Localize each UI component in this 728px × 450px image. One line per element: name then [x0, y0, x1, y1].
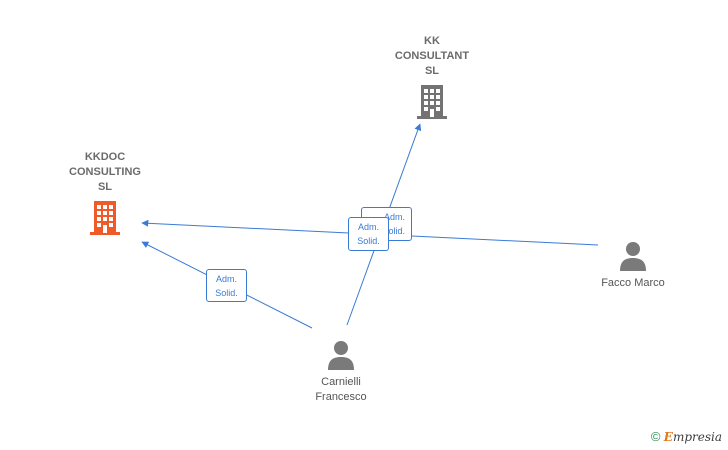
company-node-kk[interactable]: KK CONSULTANT SL — [382, 34, 482, 121]
person-icon — [618, 240, 648, 272]
company-label-kk: KK CONSULTANT SL — [394, 35, 470, 77]
person-label-carnielli: Carnielli Francesco — [315, 376, 367, 403]
building-icon — [415, 83, 449, 121]
person-icon — [326, 339, 356, 371]
person-node-facco[interactable]: Facco Marco — [583, 240, 683, 291]
brand-name: mpresia — [672, 430, 722, 444]
copyright-symbol: © — [650, 429, 661, 444]
person-label-facco: Facco Marco — [601, 277, 665, 289]
brand-logo: © Empresia — [651, 429, 722, 444]
building-icon — [88, 199, 122, 237]
edge-label-facco-kkdoc[interactable]: Adm. Solid. — [348, 217, 389, 251]
person-node-carnielli[interactable]: Carnielli Francesco — [291, 339, 391, 405]
company-label-kkdoc: KKDOC CONSULTING SL — [69, 151, 141, 193]
brand-mark: E — [663, 430, 673, 444]
company-node-kkdoc[interactable]: KKDOC CONSULTING SL — [55, 150, 155, 237]
edge-label-carnielli-kkdoc[interactable]: Adm. Solid. — [206, 269, 247, 302]
